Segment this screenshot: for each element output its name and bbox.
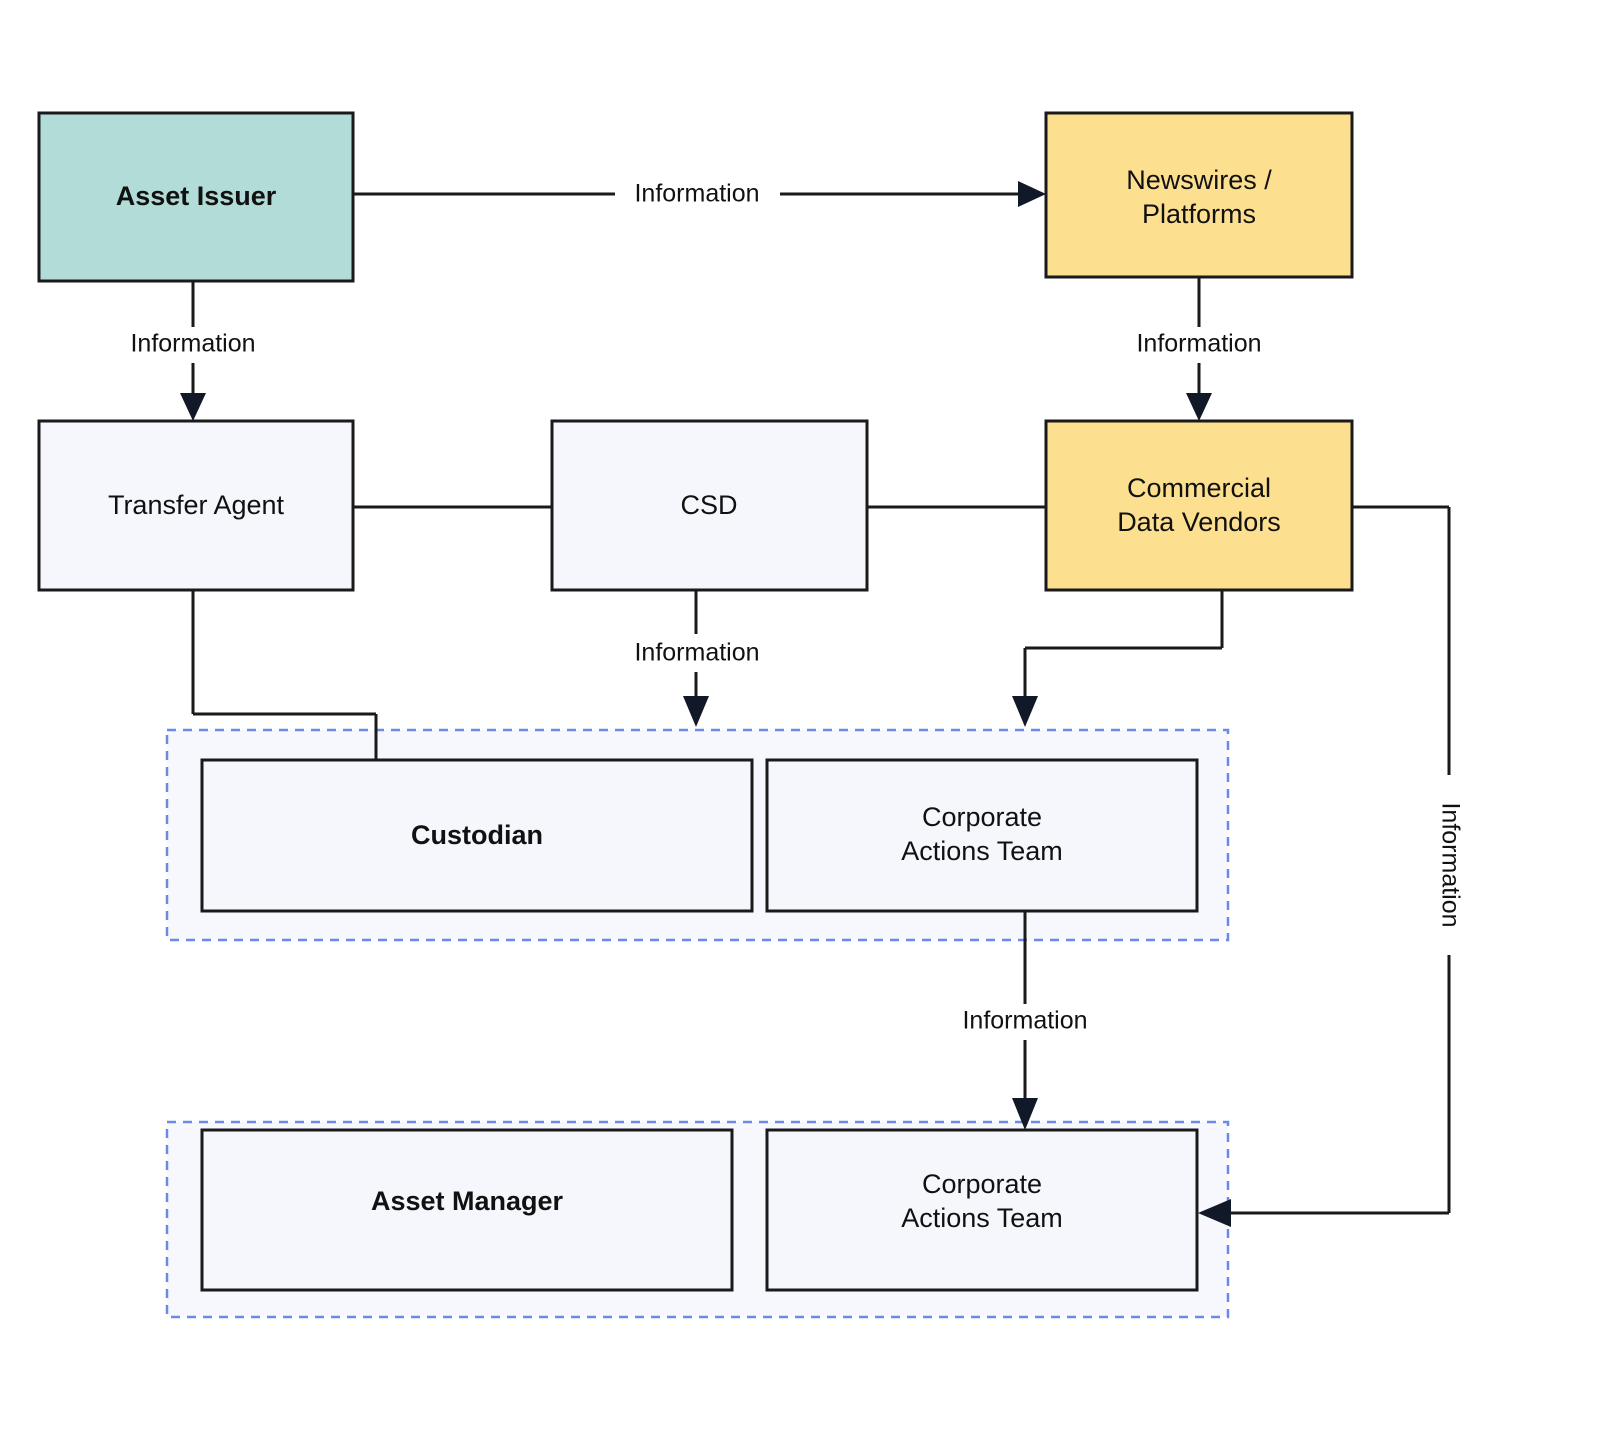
edge-label-bg [1117,327,1282,363]
edge-label-newswires-to-vendors: Information [1136,330,1261,358]
node-asset-manager[interactable]: Asset Manager [200,1128,734,1292]
edge-label-issuer-to-transfer-agent: Information [130,330,255,358]
edge-label-bg [614,636,779,672]
edge-label-bg [111,327,276,363]
edge-issuer-to-transfer-agent [180,281,206,421]
edge-csd-to-custody-group [683,590,709,727]
edge-label-csd-to-custody-group: Information [634,639,759,667]
edge-label-issuer-to-newswires: Information [634,180,759,208]
edge-issuer-to-newswires [353,181,1046,207]
edge-vendors-to-ca-custody [1012,590,1224,727]
node-label-newswires-platforms-line2: Platforms [1142,199,1256,229]
edge-newswires-to-vendors [1186,277,1212,421]
node-label-ca-team-custody-line1: Corporate [922,802,1042,832]
edge-vendors-to-ca-am [1198,505,1451,1227]
node-label-ca-team-am-line1: Corporate [922,1169,1042,1199]
edge-label-ca-custody-to-ca-am: Information [962,1007,1087,1035]
node-label-csd: CSD [680,490,737,520]
node-corporate-actions-team-custody[interactable]: Corporate Actions Team [765,758,1199,913]
node-label-commercial-data-vendors-line1: Commercial [1127,473,1271,503]
node-custodian[interactable]: Custodian [200,758,754,913]
edge-label-bg [615,176,780,212]
node-corporate-actions-team-am[interactable]: Corporate Actions Team [765,1128,1199,1292]
edge-label-vendors-to-ca-am: Information [1436,802,1464,927]
edge-label-bg [1431,783,1467,948]
node-label-asset-issuer: Asset Issuer [116,181,277,211]
node-label-ca-team-am-line2: Actions Team [901,1203,1063,1233]
node-newswires-platforms[interactable]: Newswires / Platforms [1044,111,1354,279]
node-asset-issuer[interactable]: Asset Issuer [37,111,355,283]
node-commercial-data-vendors[interactable]: Commercial Data Vendors [1044,419,1354,592]
node-label-ca-team-custody-line2: Actions Team [901,836,1063,866]
node-label-newswires-platforms-line1: Newswires / [1126,165,1272,195]
node-csd[interactable]: CSD [550,419,869,592]
node-label-custodian: Custodian [411,820,543,850]
node-label-commercial-data-vendors-line2: Data Vendors [1117,507,1281,537]
edge-label-bg [943,1004,1108,1040]
node-label-transfer-agent: Transfer Agent [108,490,285,520]
edge-ca-custody-to-ca-am [1012,911,1038,1130]
node-transfer-agent[interactable]: Transfer Agent [37,419,355,592]
node-label-asset-manager: Asset Manager [371,1186,564,1216]
